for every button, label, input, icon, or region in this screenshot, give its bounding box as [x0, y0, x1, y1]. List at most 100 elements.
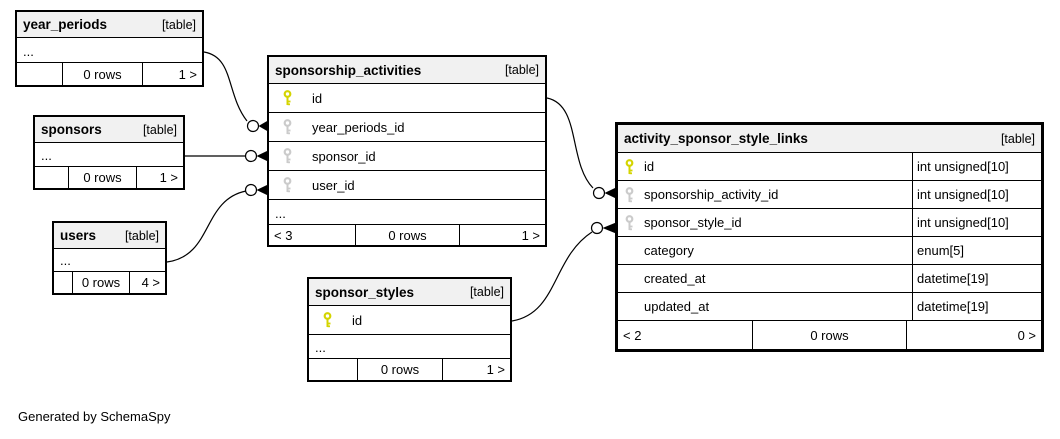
- column-name: category: [644, 243, 694, 258]
- columns-ellipsis: ...: [269, 200, 545, 225]
- table-tag: [table]: [1000, 131, 1035, 146]
- rel-sponsorship_activities-to-sponsorship_activity_id: [546, 97, 594, 189]
- table-header[interactable]: sponsorship_activities [table]: [269, 57, 545, 84]
- column-name: id: [644, 159, 655, 174]
- column-cell: created_at: [618, 265, 912, 292]
- table-node-users[interactable]: users [table] ... 0 rows 4 >: [52, 221, 167, 295]
- primary-key-icon: [322, 312, 333, 328]
- column-row: category enum[5]: [618, 237, 1041, 265]
- footer-parents: [309, 359, 357, 380]
- footer-row-count: 0 rows: [357, 359, 443, 380]
- column-cell: id: [269, 84, 322, 112]
- cardinality-circle: [592, 186, 606, 200]
- columns-ellipsis: ...: [35, 143, 183, 167]
- column-row: created_at datetime[19]: [618, 265, 1041, 293]
- footer-parents: < 2: [623, 327, 642, 343]
- column-cell: id: [309, 306, 362, 334]
- table-header[interactable]: activity_sponsor_style_links [table]: [618, 125, 1041, 153]
- table-header[interactable]: sponsors [table]: [35, 117, 183, 143]
- column-name: id: [312, 90, 323, 106]
- footer-parents: [54, 272, 72, 293]
- footer-children: 4 >: [141, 275, 160, 290]
- cardinality-circle: [244, 183, 258, 197]
- table-name: sponsorship_activities: [275, 62, 422, 78]
- column-name: sponsor_id: [312, 148, 376, 164]
- column-row: year_periods_id: [269, 113, 545, 142]
- column-type: datetime[19]: [912, 293, 1041, 320]
- table-footer: < 2 0 rows 0 >: [618, 321, 1041, 349]
- column-cell: category: [618, 237, 912, 264]
- footer-row-count: 0 rows: [62, 63, 143, 85]
- column-cell: sponsor_id: [269, 142, 376, 170]
- crow-arrow: [604, 187, 616, 199]
- column-cell: sponsorship_activity_id: [618, 181, 912, 208]
- footer-row-count: 0 rows: [72, 272, 130, 293]
- foreign-key-icon: [282, 177, 293, 193]
- table-footer: 0 rows 4 >: [54, 272, 165, 293]
- crow-arrow: [258, 120, 268, 132]
- column-name: updated_at: [644, 299, 710, 314]
- footer-row-count: 0 rows: [68, 167, 137, 188]
- table-node-sponsor-styles[interactable]: sponsor_styles [table] id ... 0 rows 1 >: [307, 277, 512, 382]
- column-row: id: [309, 306, 510, 335]
- crow-arrow: [602, 222, 616, 234]
- column-type: int unsigned[10]: [912, 153, 1041, 180]
- footer-parents: [35, 167, 68, 188]
- column-cell: user_id: [269, 171, 355, 199]
- column-row: sponsorship_activity_id int unsigned[10]: [618, 181, 1041, 209]
- table-name: sponsor_styles: [315, 284, 415, 300]
- table-tag: [table]: [161, 17, 196, 32]
- footer-parents: < 3: [274, 227, 293, 243]
- column-name: year_periods_id: [312, 119, 405, 135]
- table-name: year_periods: [23, 17, 108, 32]
- footer-children: 1 >: [521, 227, 540, 243]
- footer-children: 0 >: [1017, 327, 1036, 343]
- rel-sponsor_styles-to-sponsor_style_id: [511, 231, 593, 322]
- column-name: sponsor_style_id: [644, 215, 742, 230]
- column-type: datetime[19]: [912, 265, 1041, 292]
- column-row: id: [269, 84, 545, 113]
- column-row: user_id: [269, 171, 545, 200]
- cardinality-circle: [246, 119, 260, 133]
- table-footer: 0 rows 1 >: [35, 167, 183, 188]
- table-node-activity-sponsor-style-links[interactable]: activity_sponsor_style_links [table] id …: [615, 122, 1044, 352]
- table-tag: [table]: [504, 63, 539, 77]
- rel-users-to-user_id: [166, 190, 247, 263]
- table-footer: 0 rows 1 >: [309, 359, 510, 380]
- cardinality-circle: [590, 221, 604, 235]
- column-name: id: [352, 312, 363, 328]
- footer-children: 1 >: [486, 362, 505, 377]
- table-node-sponsors[interactable]: sponsors [table] ... 0 rows 1 >: [33, 115, 185, 190]
- table-tag: [table]: [124, 228, 159, 243]
- table-node-year-periods[interactable]: year_periods [table] ... 0 rows 1 >: [15, 10, 204, 87]
- columns-ellipsis: ...: [54, 249, 165, 272]
- table-header[interactable]: users [table]: [54, 223, 165, 249]
- crow-arrow: [256, 184, 268, 196]
- table-footer: 0 rows 1 >: [17, 63, 202, 85]
- primary-key-icon: [624, 158, 635, 175]
- column-cell: year_periods_id: [269, 113, 405, 141]
- table-header[interactable]: sponsor_styles [table]: [309, 279, 510, 306]
- columns-ellipsis: ...: [309, 335, 510, 359]
- column-row: updated_at datetime[19]: [618, 293, 1041, 321]
- crow-arrow: [256, 150, 268, 162]
- foreign-key-icon: [624, 214, 635, 231]
- footer-children: 1 >: [159, 170, 178, 185]
- cardinality-circle: [244, 149, 258, 163]
- column-type: int unsigned[10]: [912, 209, 1041, 236]
- table-tag: [table]: [469, 285, 504, 299]
- column-name: created_at: [644, 271, 706, 286]
- column-row: sponsor_id: [269, 142, 545, 171]
- footer-row-count: 0 rows: [752, 321, 907, 349]
- table-node-sponsorship-activities[interactable]: sponsorship_activities [table] id year_p…: [267, 55, 547, 247]
- column-cell: sponsor_style_id: [618, 209, 912, 236]
- column-cell: id: [618, 153, 912, 180]
- column-cell: updated_at: [618, 293, 912, 320]
- column-name: sponsorship_activity_id: [644, 187, 779, 202]
- column-row: sponsor_style_id int unsigned[10]: [618, 209, 1041, 237]
- column-type: enum[5]: [912, 237, 1041, 264]
- table-name: activity_sponsor_style_links: [624, 131, 808, 146]
- foreign-key-icon: [282, 148, 293, 164]
- table-header[interactable]: year_periods [table]: [17, 12, 202, 38]
